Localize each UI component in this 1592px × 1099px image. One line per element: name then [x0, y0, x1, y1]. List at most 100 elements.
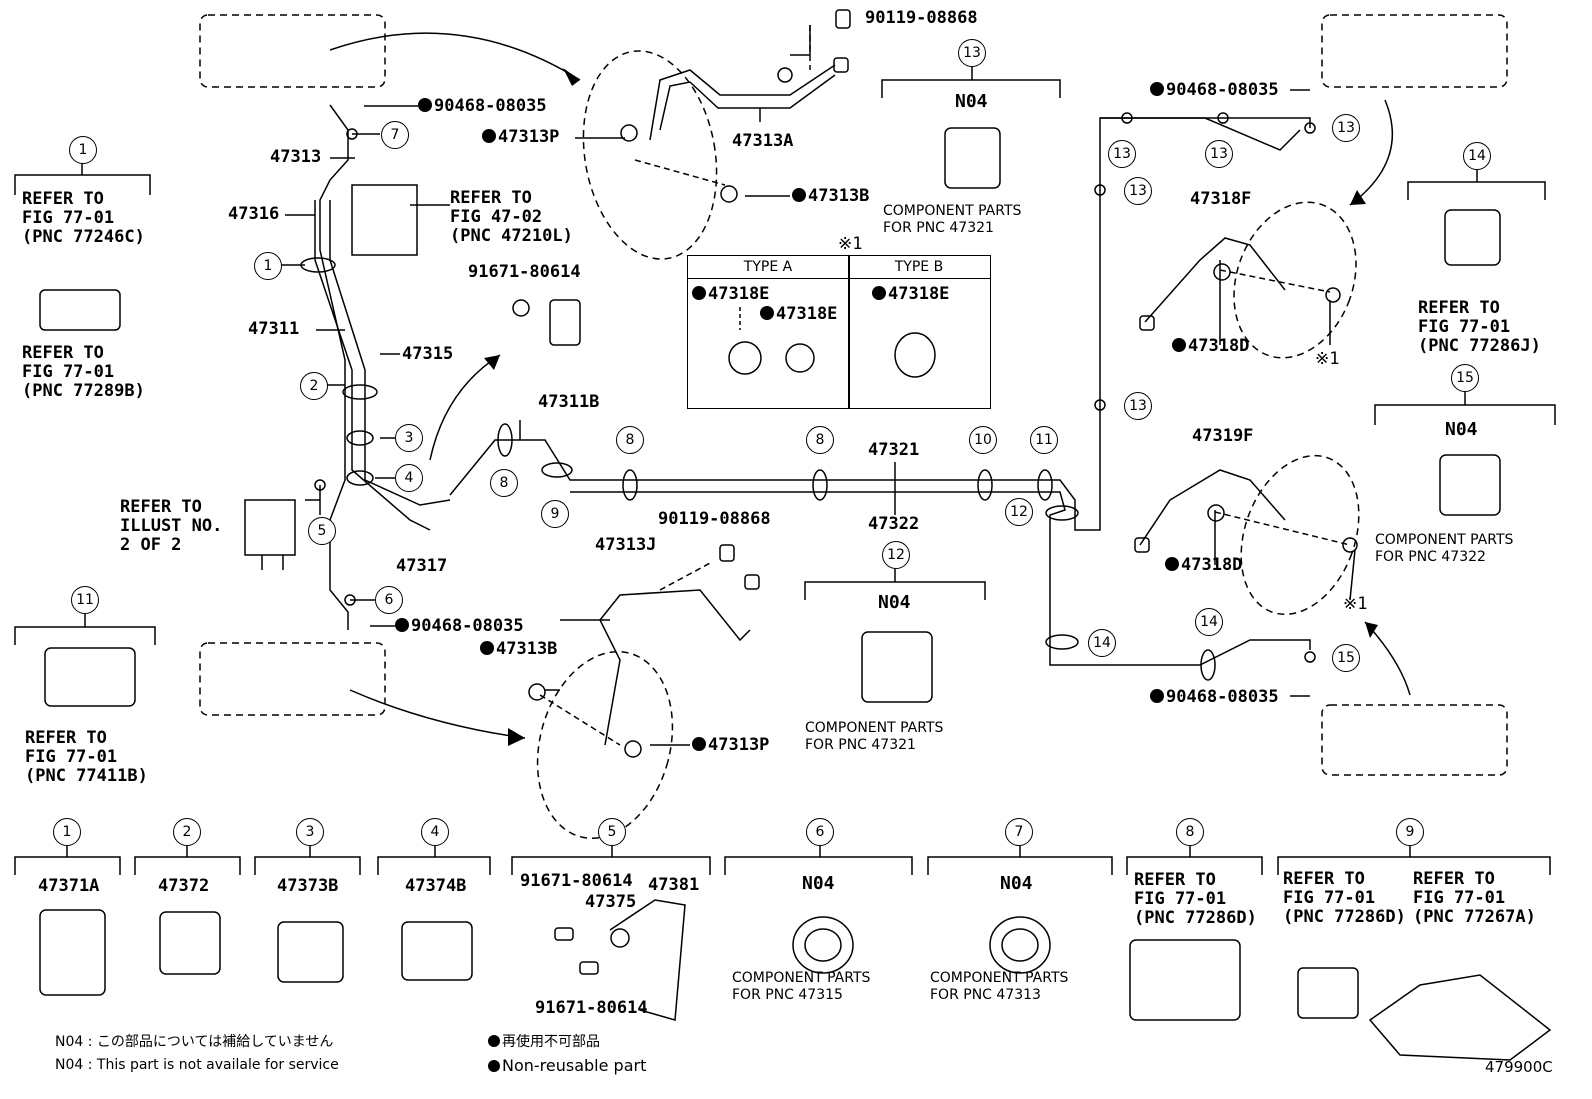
clip-11	[44, 647, 136, 707]
dashed-box-mid-left	[199, 642, 386, 716]
dashed-box-top-right	[1321, 14, 1508, 88]
hose-47313A-b	[659, 74, 836, 131]
legend-en-note: N04 : This part is not availale for serv…	[55, 1057, 339, 1073]
callout-15b: 15	[1451, 364, 1479, 392]
callout-5: 5	[308, 517, 336, 545]
arrow-right-top	[1349, 99, 1393, 206]
part-47313A: 47313A	[732, 131, 794, 151]
part-91671-a: 91671-80614	[468, 262, 581, 282]
callout-7: 7	[381, 121, 409, 149]
type-b-part: 47318E	[872, 285, 949, 304]
type-b-header: TYPE B	[848, 256, 990, 279]
arrow-47311B	[429, 354, 501, 461]
type-a-part-2: 47318E	[760, 305, 837, 324]
part-47313: 47313	[270, 147, 322, 167]
callout-6: 6	[375, 586, 403, 614]
n04-12: N04	[878, 592, 911, 613]
ref-mark-a: ※1	[1315, 349, 1340, 369]
part-90468-d: 90468-08035	[1150, 688, 1279, 707]
callout-10b: 10	[969, 426, 997, 454]
clip-10	[39, 289, 121, 331]
part-47319F: 47319F	[1192, 426, 1254, 446]
part-47316: 47316	[228, 204, 280, 224]
hose-47318F	[1144, 237, 1286, 323]
part-47315: 47315	[402, 344, 454, 364]
non-reusable-icon	[1150, 82, 1164, 96]
pipe-47311	[314, 200, 431, 531]
n04-13: N04	[955, 91, 988, 112]
n04-15: N04	[1445, 419, 1478, 440]
hose-47319F	[1139, 469, 1286, 546]
part-47313P-top: 47313P	[482, 128, 559, 147]
part-90468-a: 90468-08035	[418, 97, 547, 116]
legend-en-nonreuse: Non-reusable part	[488, 1057, 646, 1074]
part-91671-b: 91671-80614	[520, 871, 633, 891]
part-47375: 47375	[585, 892, 637, 912]
legend-jp-note: N04 : この部品については補給していません	[55, 1034, 334, 1050]
non-reusable-icon	[480, 641, 494, 655]
n04-7: N04	[1000, 873, 1033, 894]
callout-8b: 8	[616, 426, 644, 454]
non-reusable-icon	[692, 737, 706, 751]
callout-11b: 11	[71, 586, 99, 614]
n04-6: N04	[802, 873, 835, 894]
part-90119-mid: 90119-08868	[658, 509, 771, 529]
detail-ellipse-right-bottom	[1240, 454, 1360, 616]
non-reusable-icon	[872, 286, 886, 300]
bottom-callout-7: 7	[1005, 818, 1033, 846]
callout-14c: 14	[1463, 142, 1491, 170]
part-47318D-a: 47318D	[1172, 337, 1249, 356]
hose-47313J	[599, 589, 751, 746]
clip-12	[861, 631, 933, 703]
hose-top-leader	[790, 25, 811, 56]
non-reusable-icon	[692, 286, 706, 300]
non-reusable-icon	[488, 1060, 500, 1072]
callout-13d: 13	[1332, 114, 1360, 142]
type-a-header: TYPE A	[688, 256, 848, 279]
part-47311: 47311	[248, 319, 300, 339]
part-90468-c: 90468-08035	[1150, 81, 1279, 100]
non-reusable-icon	[1165, 557, 1179, 571]
bottom-callout-9: 9	[1396, 818, 1424, 846]
non-reusable-icon	[760, 306, 774, 320]
callout-11a: 11	[1030, 426, 1058, 454]
part-47313P-bot: 47313P	[692, 736, 769, 755]
type-table: TYPE A TYPE B	[687, 255, 991, 409]
part-90468-b: 90468-08035	[395, 617, 524, 636]
callout-13f: 13	[1124, 392, 1152, 420]
arrow-mid	[349, 689, 526, 739]
dashed-box-bottom-right	[1321, 704, 1508, 776]
detail-ellipse-right-top	[1233, 201, 1357, 359]
callout-14b: 14	[1195, 608, 1223, 636]
part-90119-top: 90119-08868	[865, 8, 978, 28]
detail-ellipse-bottom	[536, 650, 674, 840]
bottom-callout-6: 6	[806, 818, 834, 846]
part-47373B: 47373B	[277, 876, 339, 896]
part-47313B-bot: 47313B	[480, 640, 557, 659]
type-a-part-1: 47318E	[692, 285, 769, 304]
part-47374B: 47374B	[405, 876, 467, 896]
callout-14a: 14	[1088, 629, 1116, 657]
clip-13	[944, 127, 1001, 189]
callout-10a: 1	[69, 136, 97, 164]
pipe-47315	[329, 200, 451, 506]
callout-2: 2	[300, 372, 328, 400]
figure-id: 479900C	[1485, 1058, 1553, 1076]
callout-13b: 13	[1108, 140, 1136, 168]
part-47322: 47322	[868, 514, 920, 534]
callout-15a: 15	[1332, 644, 1360, 672]
part-47371A: 47371A	[38, 876, 100, 896]
callout-9: 9	[541, 500, 569, 528]
non-reusable-icon	[792, 188, 806, 202]
part-47313J: 47313J	[595, 535, 657, 555]
clip-15	[1439, 454, 1501, 516]
clip-14	[1444, 209, 1501, 266]
part-47381: 47381	[648, 875, 700, 895]
